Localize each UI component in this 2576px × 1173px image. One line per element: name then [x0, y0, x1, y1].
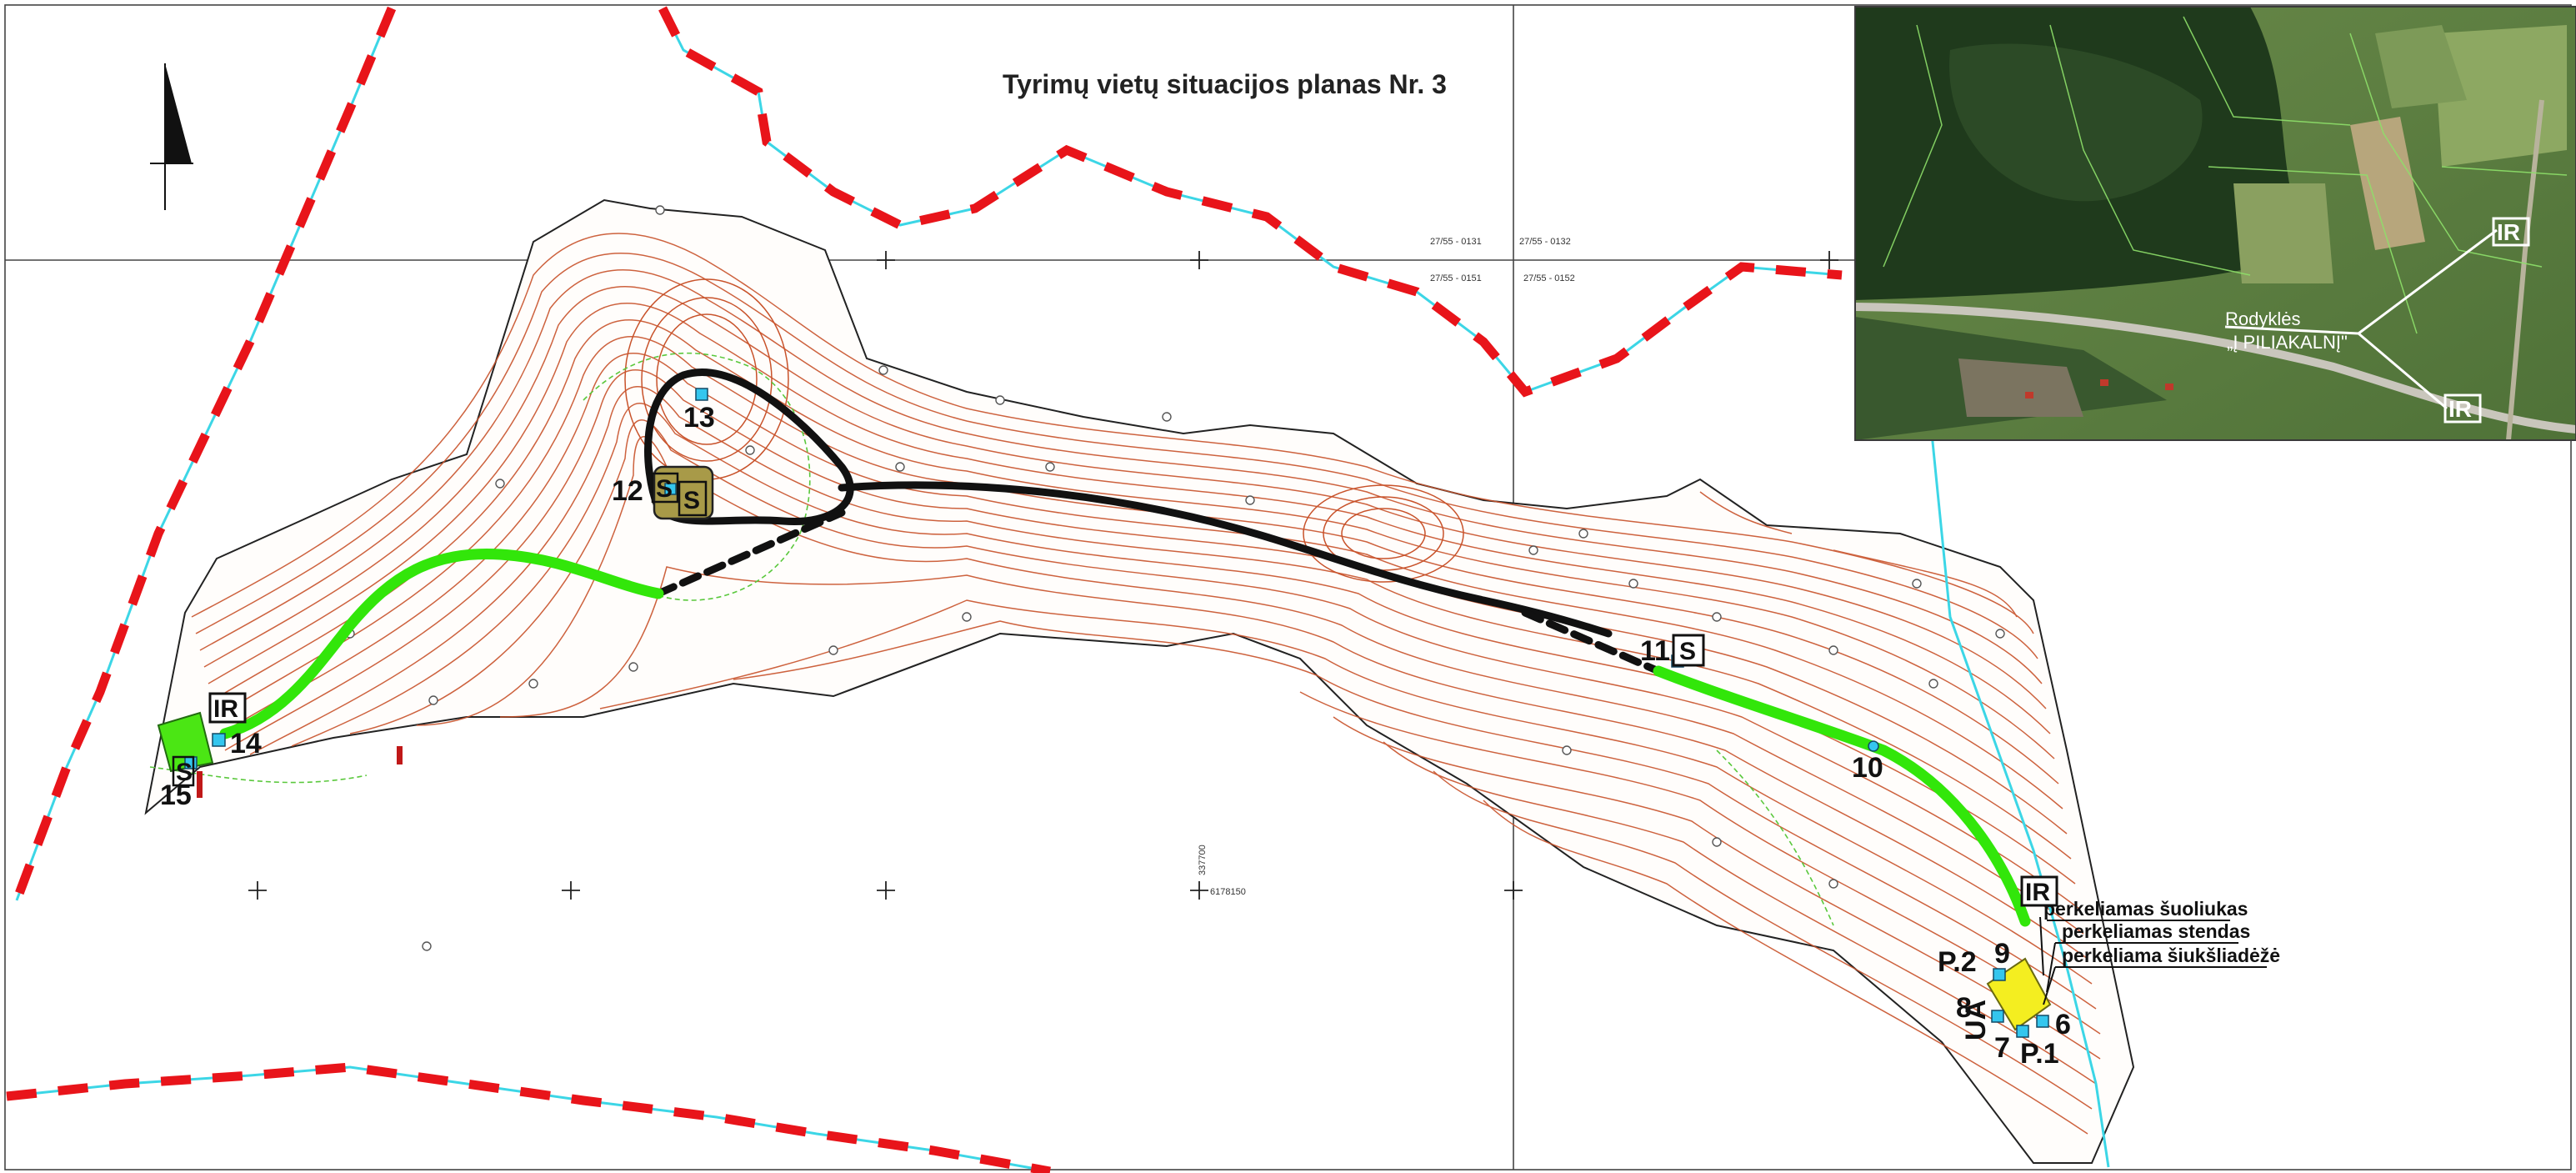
inset-tag-ir-bottom: IR	[2443, 394, 2482, 424]
red-posts	[197, 746, 403, 798]
point-label-14: 14	[230, 728, 262, 759]
relocation-notes: perkeliamas šuoliukas perkeliamas stenda…	[2039, 898, 2280, 1005]
tag-s-hilltop-right: S	[678, 480, 708, 517]
note-ski-jump: perkeliamas šuoliukas	[2043, 898, 2248, 920]
green-trail	[219, 548, 2031, 927]
point-label-10: 10	[1852, 752, 1883, 784]
inset-label-line1: Rodyklės	[2225, 308, 2300, 329]
inset-label-line2: „Į PILIAKALNĮ"	[2227, 332, 2348, 353]
grid-label-x: 337700	[1198, 845, 1208, 875]
point-label-p1: P.1	[2020, 1038, 2059, 1070]
grid-label-y: 6178150	[1210, 887, 1246, 897]
svg-text:IR: IR	[2497, 219, 2520, 245]
svg-text:IR: IR	[2448, 396, 2472, 422]
svg-text:IR: IR	[213, 695, 238, 723]
point-label-8: 8	[1956, 992, 1972, 1024]
svg-text:S: S	[683, 487, 700, 514]
hilltop-contours	[624, 278, 1464, 583]
point-label-12: 12	[612, 475, 643, 507]
svg-text:S: S	[176, 759, 193, 786]
tag-s-start: S	[172, 755, 195, 787]
svg-text:S: S	[1679, 638, 1696, 665]
sheet-label-0151: 27/55 - 0151	[1430, 273, 1482, 283]
aerial-inset: IR IR Rodyklės „Į PILIAKALNĮ"	[1854, 6, 2576, 441]
contour-lines	[191, 233, 2101, 1135]
point-label-9: 9	[1994, 938, 2010, 970]
stream-line	[1930, 433, 2110, 1168]
north-arrow-icon	[150, 63, 193, 210]
point-label-7: 7	[1994, 1032, 2010, 1064]
inset-tag-ir-top: IR	[2492, 217, 2530, 247]
tag-ir-start: IR	[208, 692, 247, 724]
point-label-6: 6	[2055, 1009, 2071, 1040]
sheet-grid	[4, 4, 2572, 1170]
point-label-13: 13	[683, 402, 715, 434]
start-zone	[157, 711, 214, 773]
svg-text:S: S	[656, 475, 673, 503]
point-markers	[184, 388, 2049, 1038]
hilltop-zone	[653, 465, 714, 520]
point-label-11: 11	[1640, 635, 1670, 667]
note-stand: perkeliamas stendas	[2062, 920, 2250, 942]
tag-ir-end: IR	[2020, 875, 2058, 907]
tag-s-point-11: S	[1672, 634, 1705, 667]
sheet-label-0131: 27/55 - 0131	[1430, 237, 1482, 247]
note-trash-bin: perkeliama šiukšliadėžė	[2062, 945, 2280, 966]
map-title: Tyrimų vietų situacijos planas Nr. 3	[1003, 69, 1447, 99]
sheet-label-0152: 27/55 - 0152	[1523, 273, 1575, 283]
black-trail	[644, 368, 1663, 675]
tag-s-hilltop-left: S	[651, 472, 679, 504]
sheet-label-0132: 27/55 - 0132	[1519, 237, 1571, 247]
svg-text:IR: IR	[2025, 879, 2050, 906]
cadastral-boundaries	[6, 6, 1843, 1173]
point-label-p2: P.2	[1938, 946, 1977, 978]
point-label-ua: UA	[1960, 1000, 1992, 1040]
